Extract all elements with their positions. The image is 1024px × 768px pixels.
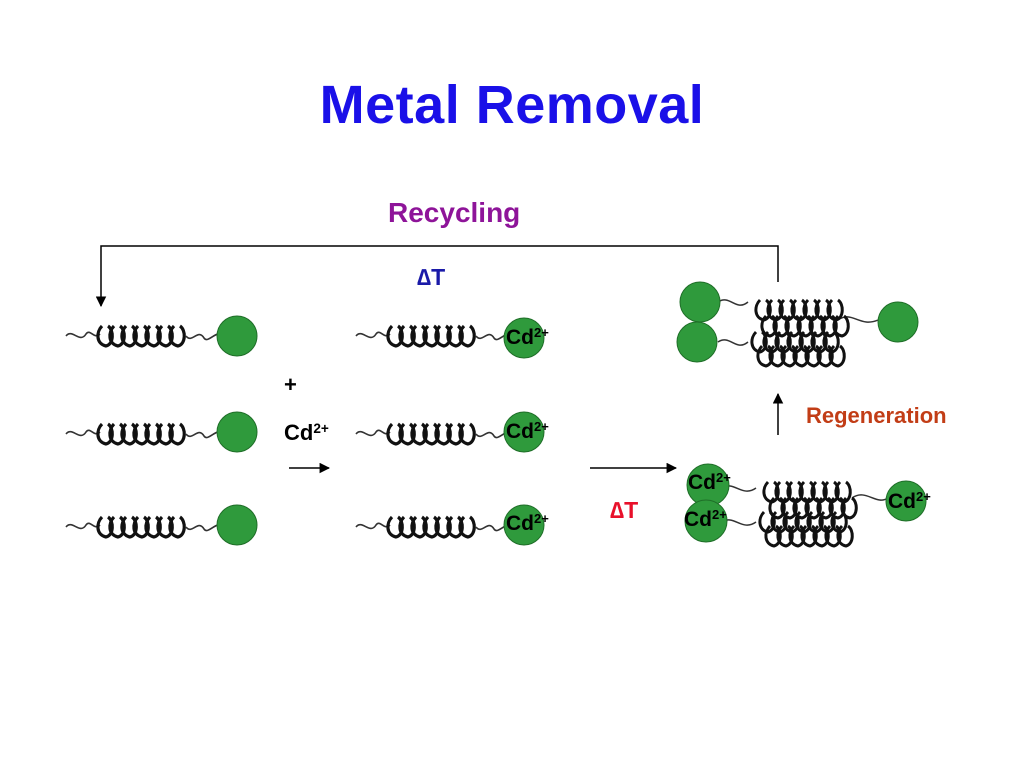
cd-ion-label: Cd2+ bbox=[506, 324, 549, 349]
free-peptide-2 bbox=[64, 422, 226, 446]
green-sphere bbox=[676, 321, 718, 363]
cd-ion-label: Cd2+ bbox=[688, 469, 731, 494]
slide-title: Metal Removal bbox=[319, 75, 705, 135]
delta-t-label-top: ∆T bbox=[417, 264, 446, 290]
green-sphere bbox=[885, 480, 927, 522]
regenerated-aggregate bbox=[676, 281, 919, 368]
cd-reagent-label: Cd2+ bbox=[284, 420, 329, 445]
delta-t-label-mid: ∆T bbox=[610, 497, 639, 523]
bound-peptide-1 bbox=[354, 324, 516, 348]
free-peptide-3 bbox=[64, 515, 226, 539]
green-sphere bbox=[684, 499, 728, 543]
regeneration-label: Regeneration bbox=[806, 403, 947, 428]
green-sphere bbox=[679, 281, 721, 323]
green-sphere bbox=[877, 301, 919, 343]
green-sphere bbox=[503, 504, 545, 546]
cd-ion-label: Cd2+ bbox=[888, 488, 931, 513]
bound-peptide-2 bbox=[354, 422, 516, 446]
cd-ion-label: Cd2+ bbox=[506, 510, 549, 535]
green-sphere bbox=[216, 411, 258, 453]
green-sphere bbox=[216, 315, 258, 357]
free-peptide-1 bbox=[64, 324, 226, 348]
bound-peptide-3 bbox=[354, 515, 516, 539]
plus-sign: + bbox=[284, 372, 297, 397]
recycling-label: Recycling bbox=[388, 197, 521, 228]
cd-ion-label: Cd2+ bbox=[684, 506, 727, 531]
cd-ion-label: Cd2+ bbox=[506, 418, 549, 443]
green-sphere bbox=[503, 411, 545, 453]
cd-bound-aggregate bbox=[684, 463, 927, 548]
recycling-arrow bbox=[95, 245, 779, 308]
green-sphere bbox=[216, 504, 258, 546]
green-sphere bbox=[503, 317, 545, 359]
